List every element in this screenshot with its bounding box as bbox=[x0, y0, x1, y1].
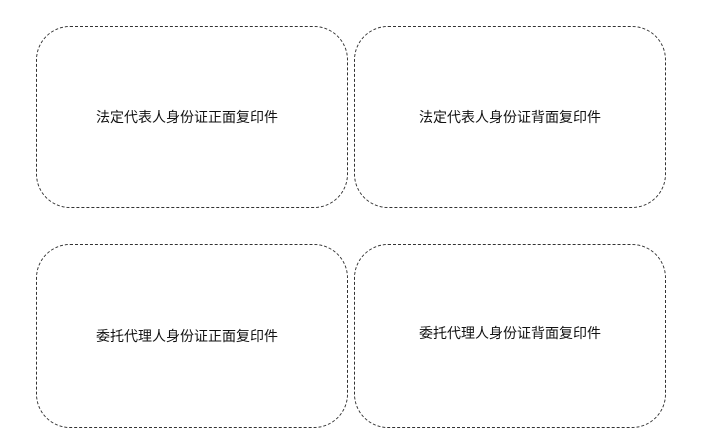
slot-label: 委托代理人身份证背面复印件 bbox=[419, 326, 601, 342]
agent-id-back-slot: 委托代理人身份证背面复印件 bbox=[354, 244, 666, 428]
agent-id-front-slot: 委托代理人身份证正面复印件 bbox=[36, 244, 348, 428]
legal-rep-id-back-slot: 法定代表人身份证背面复印件 bbox=[354, 26, 666, 208]
legal-rep-id-front-slot: 法定代表人身份证正面复印件 bbox=[36, 26, 348, 208]
slot-label: 委托代理人身份证正面复印件 bbox=[96, 329, 278, 345]
slot-label: 法定代表人身份证正面复印件 bbox=[96, 110, 278, 126]
slot-label: 法定代表人身份证背面复印件 bbox=[419, 110, 601, 126]
